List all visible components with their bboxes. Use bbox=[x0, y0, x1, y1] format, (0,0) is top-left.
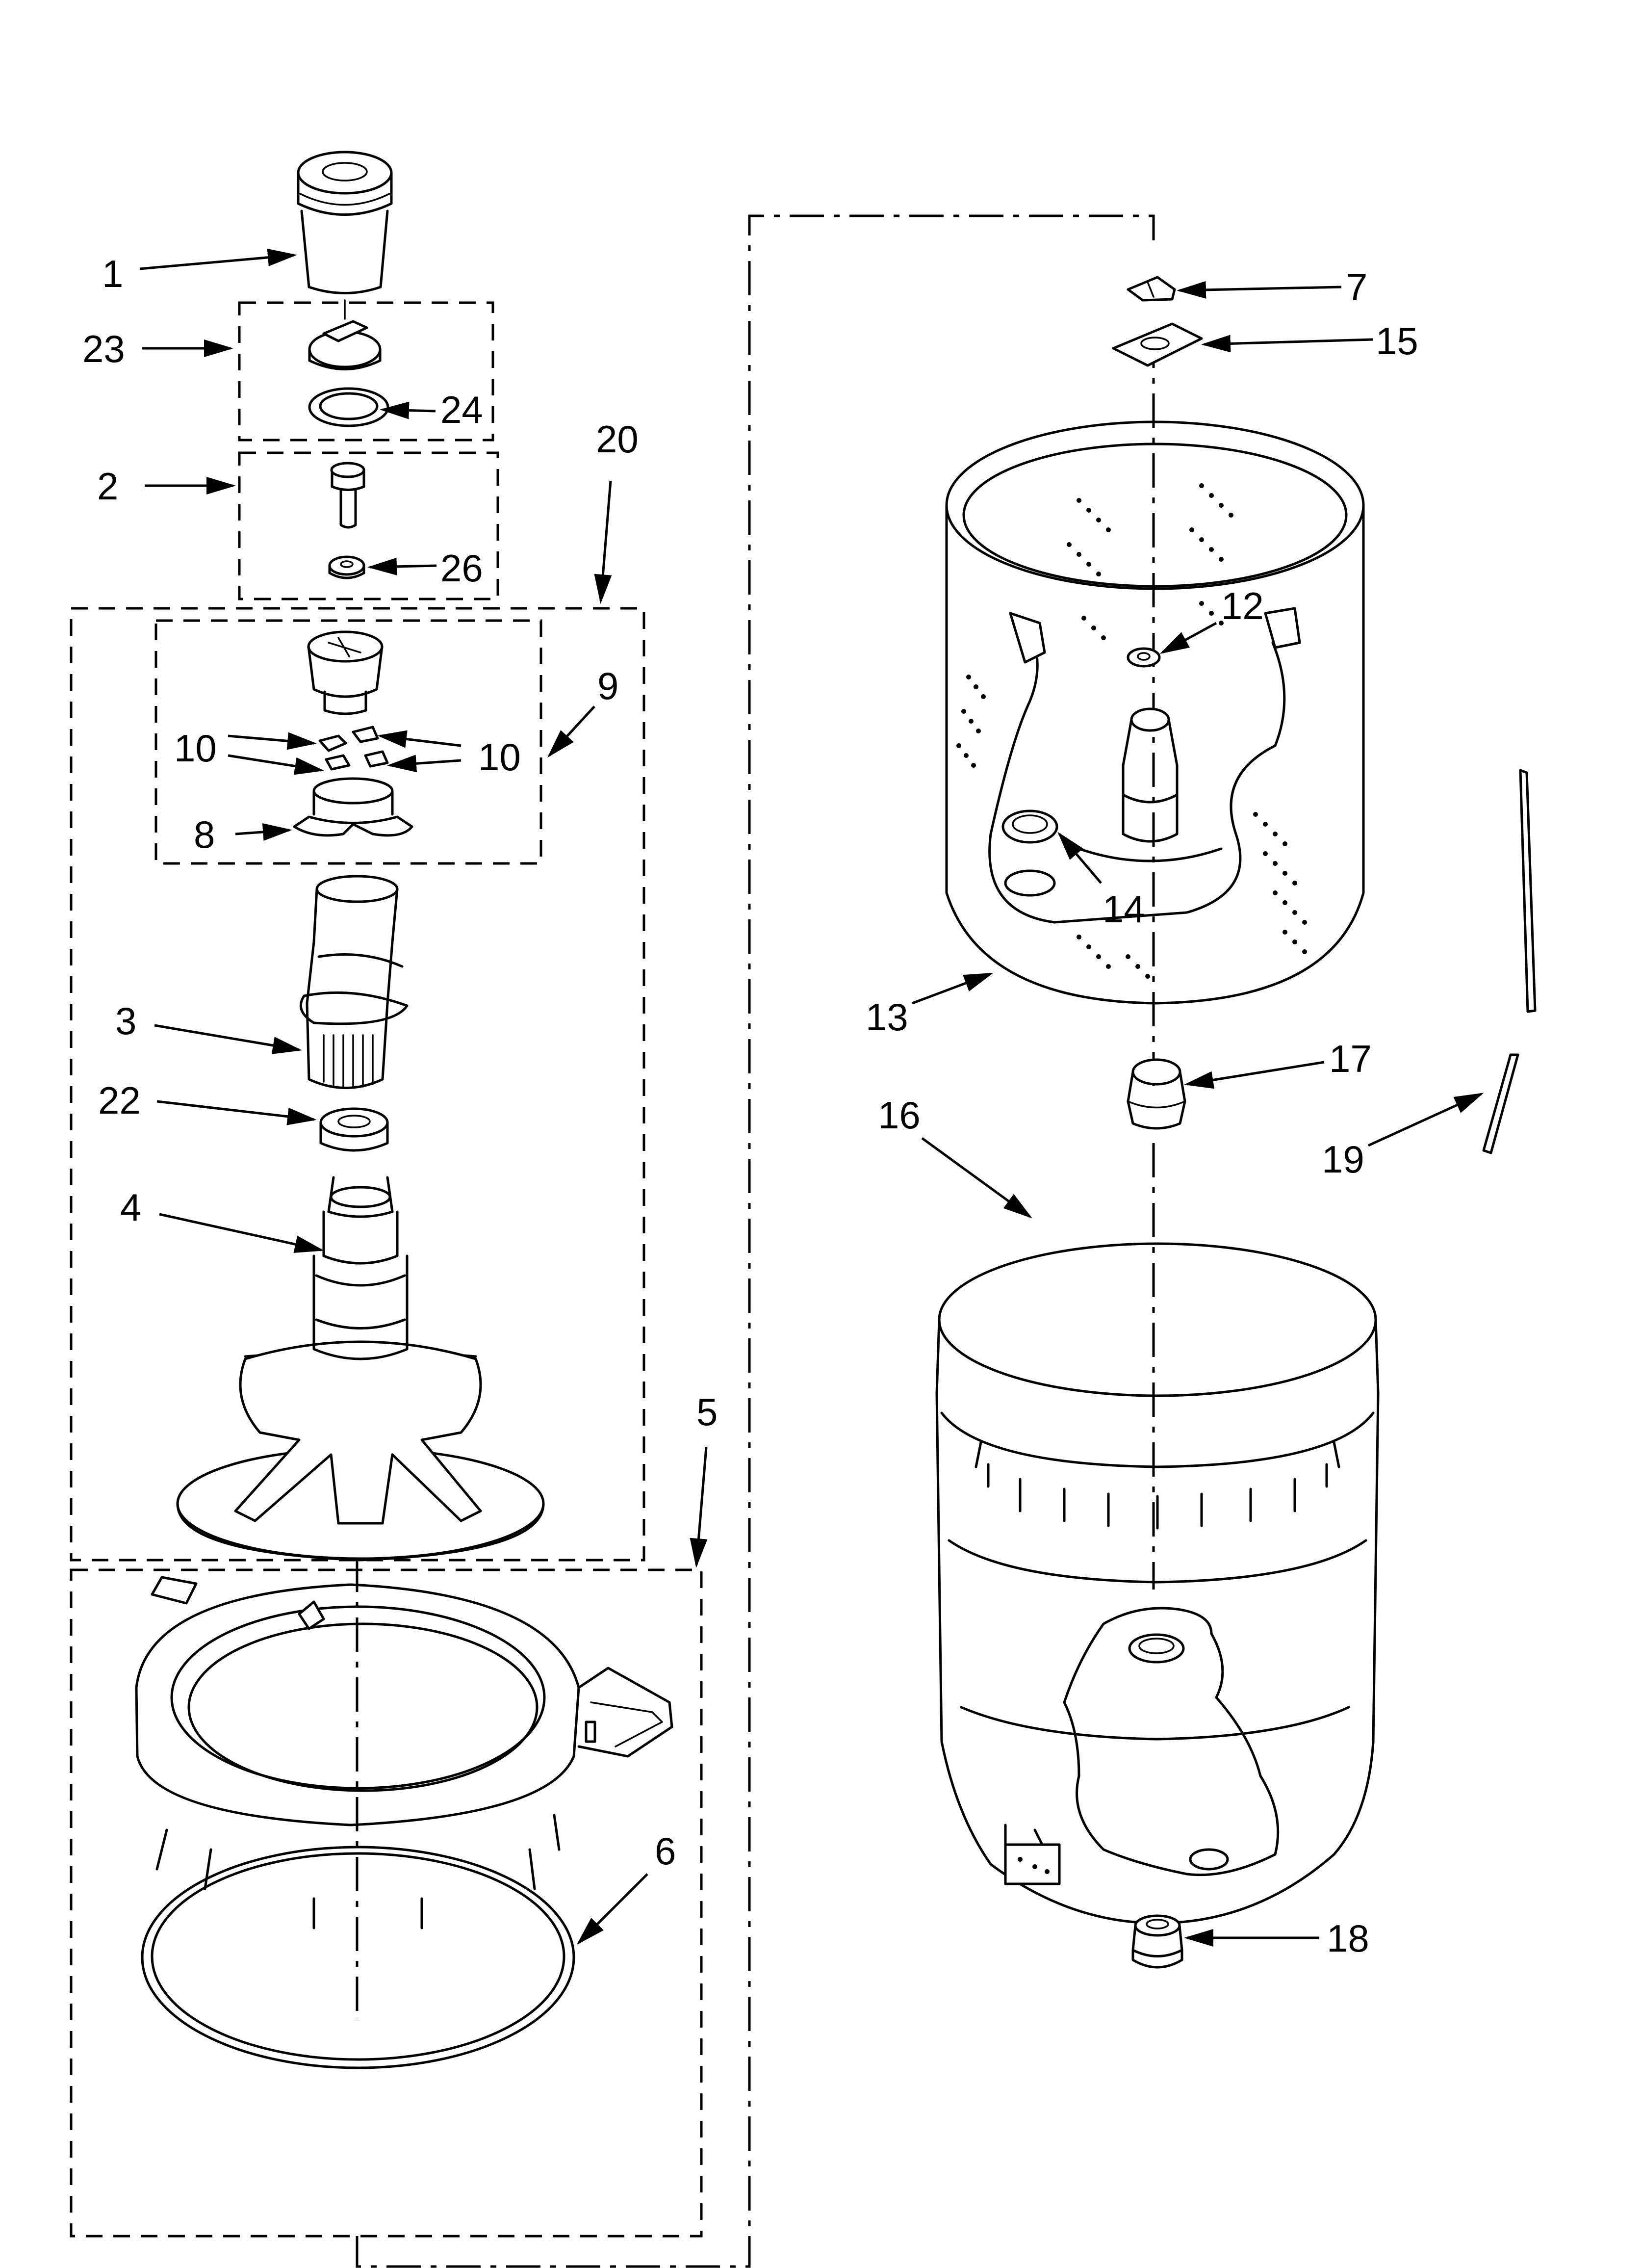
callout-3: 3 bbox=[115, 999, 136, 1043]
part-16-outer-tub[interactable] bbox=[935, 1242, 1380, 1925]
callout-6: 6 bbox=[655, 1829, 676, 1873]
callout-16: 16 bbox=[878, 1094, 921, 1137]
part-2-bolt[interactable] bbox=[330, 462, 365, 529]
callout-2: 2 bbox=[97, 465, 118, 508]
part-12-nut[interactable] bbox=[1127, 647, 1161, 668]
callout-19: 19 bbox=[1322, 1138, 1364, 1181]
part-9-cam-housing[interactable] bbox=[307, 630, 384, 715]
callout-23: 23 bbox=[82, 327, 125, 370]
part-7-clip[interactable] bbox=[1127, 276, 1176, 302]
callout-10b: 10 bbox=[478, 735, 521, 779]
part-10-dogs[interactable] bbox=[318, 726, 389, 771]
group-box-20 bbox=[70, 607, 645, 1562]
part-22-bushing[interactable] bbox=[319, 1107, 389, 1152]
group-box-5 bbox=[70, 1568, 703, 2238]
part-17-hub[interactable] bbox=[1127, 1058, 1186, 1130]
callout-26: 26 bbox=[440, 547, 483, 590]
part-3-agitator-auger[interactable] bbox=[299, 875, 409, 1089]
callout-15: 15 bbox=[1376, 319, 1418, 363]
part-1-dispenser-cup[interactable] bbox=[297, 151, 393, 294]
callout-13: 13 bbox=[866, 995, 908, 1039]
part-4-agitator-base[interactable] bbox=[176, 1176, 545, 1562]
group-box-2 bbox=[238, 451, 499, 600]
part-18-drain-plug[interactable] bbox=[1131, 1914, 1183, 1969]
connector-line bbox=[356, 214, 1155, 2268]
part-13-spin-basket[interactable] bbox=[945, 420, 1365, 1005]
callout-18: 18 bbox=[1327, 1917, 1369, 1960]
callout-24: 24 bbox=[440, 388, 483, 431]
perforation-pattern bbox=[956, 483, 1307, 979]
callout-20: 20 bbox=[596, 417, 639, 461]
part-8-cam-disc[interactable] bbox=[293, 777, 413, 837]
callout-5: 5 bbox=[696, 1390, 718, 1434]
callout-9: 9 bbox=[597, 664, 618, 707]
part-24-seal-ring[interactable] bbox=[308, 387, 389, 427]
part-19-hose[interactable] bbox=[1482, 769, 1537, 1154]
part-26-washer[interactable] bbox=[328, 555, 365, 579]
callout-10a: 10 bbox=[174, 727, 217, 770]
callout-7: 7 bbox=[1346, 265, 1367, 309]
leader-arrows bbox=[139, 248, 1484, 1947]
callout-22: 22 bbox=[98, 1079, 141, 1122]
part-15-plate[interactable] bbox=[1112, 322, 1203, 367]
callout-labels: 1 23 24 2 26 20 9 10 10 8 3 22 4 5 6 7 1… bbox=[82, 252, 1418, 1960]
callout-1: 1 bbox=[102, 252, 123, 295]
callout-17: 17 bbox=[1329, 1037, 1372, 1080]
group-box-9 bbox=[154, 619, 542, 865]
part-6-tub-ring[interactable] bbox=[135, 1576, 673, 2069]
callout-4: 4 bbox=[120, 1186, 141, 1229]
callout-12: 12 bbox=[1221, 584, 1264, 627]
callout-8: 8 bbox=[194, 813, 215, 856]
callout-14: 14 bbox=[1103, 887, 1145, 931]
part-23-cam[interactable] bbox=[308, 299, 382, 370]
part-14-plug[interactable] bbox=[1001, 809, 1058, 897]
